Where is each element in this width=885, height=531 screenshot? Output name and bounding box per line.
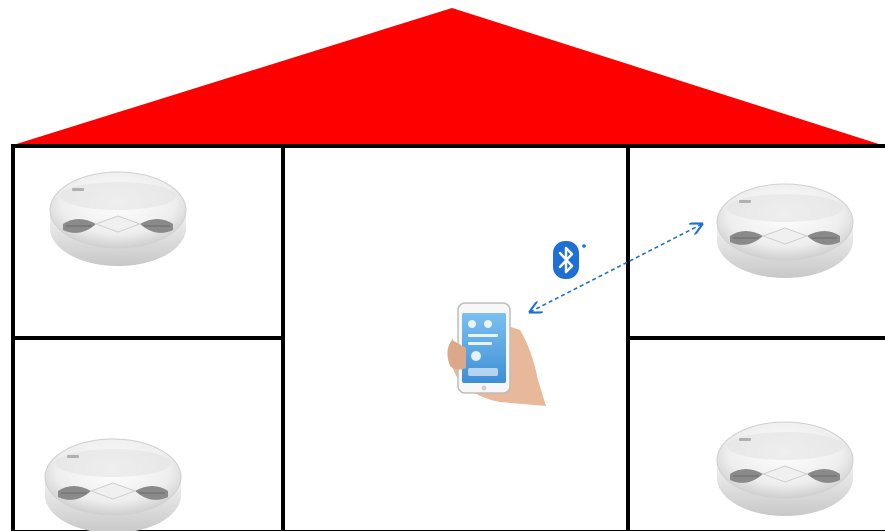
smoke-detector-bottom-right [716, 421, 854, 517]
bluetooth-link-arrow [530, 224, 702, 312]
hand [450, 326, 546, 406]
phone-screen [462, 313, 506, 383]
roof [10, 8, 885, 146]
smoke-detector-bottom-left [44, 438, 182, 531]
smoke-detector-top-left [49, 171, 187, 267]
smoke-detector-top-right [716, 183, 854, 279]
bluetooth-icon [553, 241, 586, 279]
house-walls [11, 144, 885, 531]
smartphone-in-hand [447, 302, 546, 406]
thumb [447, 340, 466, 370]
